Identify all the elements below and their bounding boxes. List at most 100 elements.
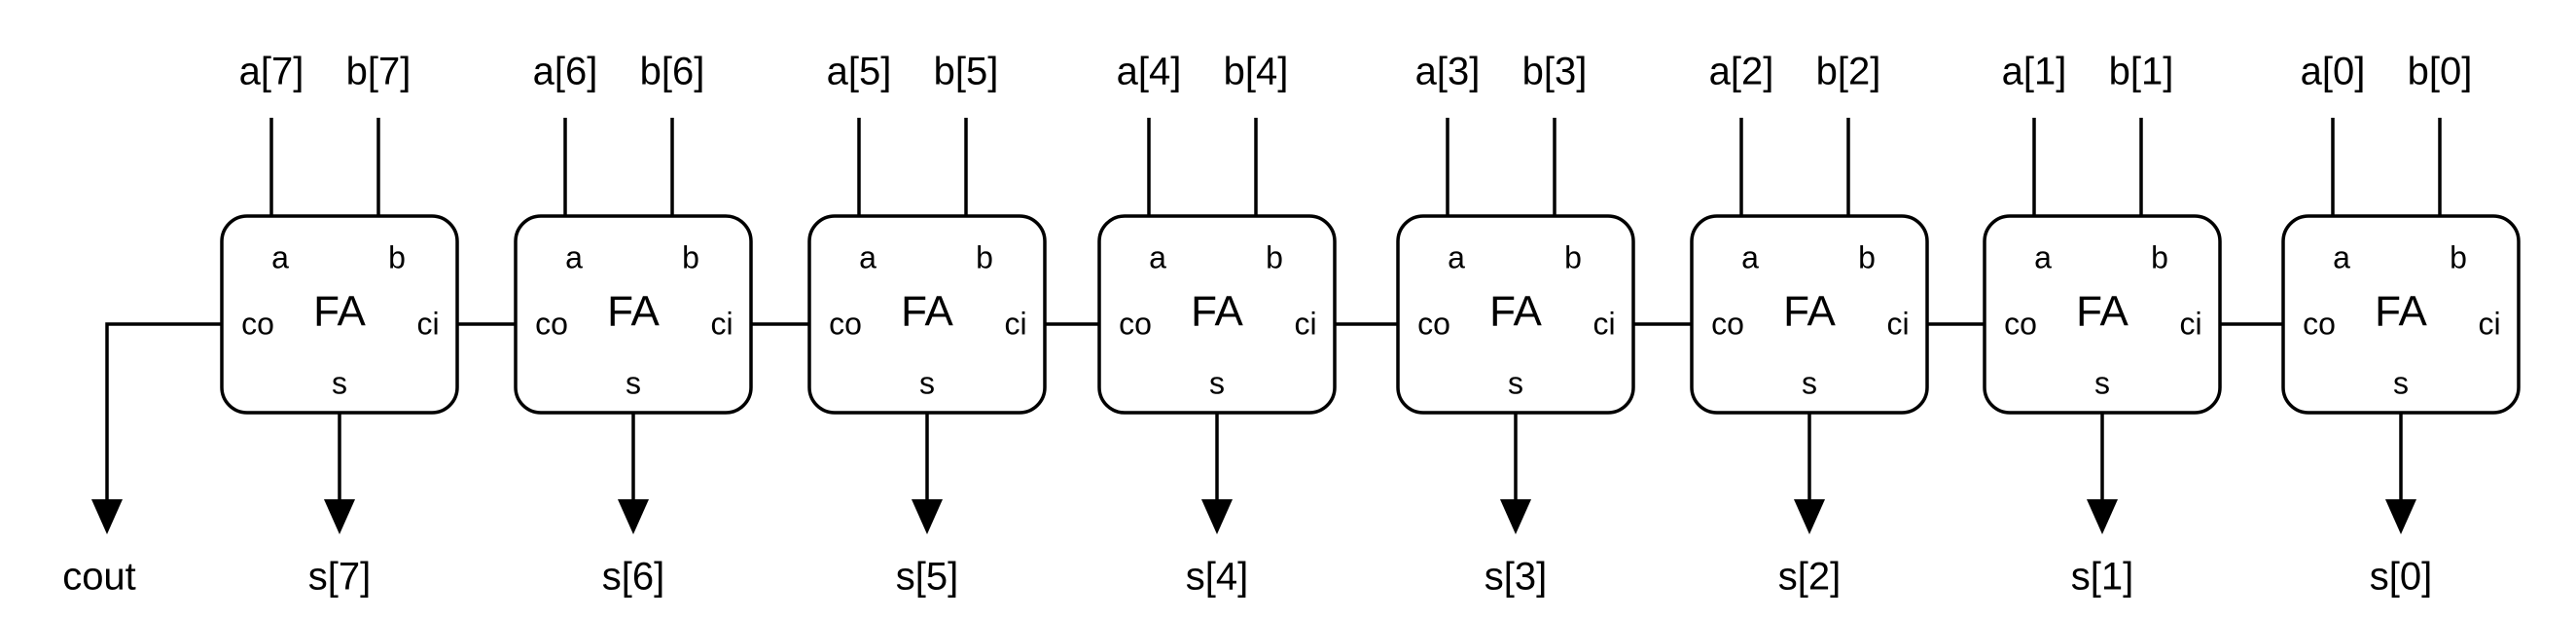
sum-output-6-arrowhead: [618, 499, 649, 534]
port-co-label: co: [535, 306, 568, 341]
full-adder-blocks: a bFA co ci s a bFA co ci s a bFA co ci s a bFA co ci s a bFA…: [220, 214, 2521, 415]
port-co-label: co: [829, 306, 862, 341]
sum-label-6: s[6]: [602, 556, 664, 599]
input-a-label-1: a[1]: [2002, 51, 2067, 93]
sum-label-4: s[4]: [1186, 556, 1248, 599]
input-b-label-5: b[5]: [934, 51, 999, 93]
port-co-label: co: [1417, 306, 1450, 341]
port-ci-label: ci: [1004, 306, 1026, 341]
full-adder-box: [514, 214, 753, 415]
port-a-label: a: [1741, 239, 1759, 274]
port-b-label: b: [388, 239, 406, 274]
input-a-label-5: a[5]: [827, 51, 892, 93]
port-a-label: a: [565, 239, 583, 274]
port-b-label: b: [1858, 239, 1876, 274]
port-b-label: b: [1266, 239, 1283, 274]
full-adder-box: [1983, 214, 2222, 415]
full-adder-7: a bFA co ci s: [220, 214, 459, 415]
port-s-label: s: [1802, 365, 1817, 400]
fa-block-label: FA: [1489, 288, 1542, 336]
full-adder-box: [807, 214, 1047, 415]
sum-output-2-arrowhead: [1794, 499, 1825, 534]
port-a-label: a: [2333, 239, 2350, 274]
port-co-label: co: [2004, 306, 2037, 341]
port-b-label: b: [682, 239, 699, 274]
input-b-label-7: b[7]: [346, 51, 411, 93]
input-b-label-1: b[1]: [2109, 51, 2174, 93]
sum-label-5: s[5]: [896, 556, 958, 599]
sum-output-7-arrowhead: [324, 499, 355, 534]
full-adder-box: [1690, 214, 1929, 415]
fa-block-label: FA: [607, 288, 660, 336]
port-ci-label: ci: [1294, 306, 1316, 341]
port-ci-label: ci: [2478, 306, 2500, 341]
fa-block-label: FA: [1191, 288, 1243, 336]
port-s-label: s: [1508, 365, 1523, 400]
port-ci-label: ci: [1886, 306, 1909, 341]
port-a-label: a: [271, 239, 289, 274]
port-s-label: s: [332, 365, 347, 400]
port-co-label: co: [1711, 306, 1744, 341]
input-b-label-3: b[3]: [1522, 51, 1588, 93]
full-adder-box: [2281, 214, 2521, 415]
sum-output-4-arrowhead: [1201, 499, 1233, 534]
port-co-label: co: [1119, 306, 1152, 341]
fa-block-label: FA: [313, 288, 366, 336]
port-ci-label: ci: [416, 306, 439, 341]
port-ci-label: ci: [1592, 306, 1615, 341]
port-b-label: b: [2151, 239, 2168, 274]
input-b-label-0: b[0]: [2408, 51, 2473, 93]
input-b-label-6: b[6]: [640, 51, 705, 93]
port-b-label: b: [976, 239, 993, 274]
port-a-label: a: [859, 239, 877, 274]
sum-label-7: s[7]: [308, 556, 371, 599]
port-a-label: a: [1149, 239, 1166, 274]
port-s-label: s: [1209, 365, 1225, 400]
full-adder-4: a bFA co ci s: [1097, 214, 1337, 415]
full-adder-3: a bFA co ci s: [1396, 214, 1635, 415]
input-a-label-4: a[4]: [1117, 51, 1182, 93]
full-adder-box: [1396, 214, 1635, 415]
input-b-label-2: b[2]: [1816, 51, 1881, 93]
full-adder-box: [1097, 214, 1337, 415]
sum-output-0-arrowhead: [2385, 499, 2416, 534]
port-s-label: s: [2094, 365, 2110, 400]
sum-label-0: s[0]: [2370, 556, 2432, 599]
cout-arrowhead: [91, 499, 123, 534]
input-b-label-4: b[4]: [1224, 51, 1289, 93]
port-co-label: co: [241, 306, 274, 341]
fa-block-label: FA: [901, 288, 953, 336]
full-adder-6: a bFA co ci s: [514, 214, 753, 415]
port-co-label: co: [2303, 306, 2336, 341]
sum-label-1: s[1]: [2071, 556, 2133, 599]
port-a-label: a: [1448, 239, 1465, 274]
input-a-label-3: a[3]: [1415, 51, 1481, 93]
full-adder-2: a bFA co ci s: [1690, 214, 1929, 415]
input-a-label-7: a[7]: [239, 51, 304, 93]
port-b-label: b: [2450, 239, 2467, 274]
sum-label-3: s[3]: [1485, 556, 1547, 599]
port-s-label: s: [626, 365, 641, 400]
io-labels: a[7] b[7] s[7] a[6] b[6] s[6] a[5] b[5] s[5] a[4]…: [62, 51, 2472, 599]
cout-wire: [105, 322, 222, 507]
input-a-label-0: a[0]: [2301, 51, 2366, 93]
full-adder-box: [220, 214, 459, 415]
sum-label-2: s[2]: [1778, 556, 1841, 599]
sum-output-1-arrowhead: [2087, 499, 2118, 534]
fa-block-label: FA: [2375, 288, 2427, 336]
fa-block-label: FA: [2076, 288, 2129, 336]
port-a-label: a: [2034, 239, 2052, 274]
fa-block-label: FA: [1783, 288, 1836, 336]
full-adder-5: a bFA co ci s: [807, 214, 1047, 415]
sum-output-3-arrowhead: [1500, 499, 1531, 534]
port-s-label: s: [919, 365, 935, 400]
cout-label: cout: [62, 556, 136, 599]
input-a-label-2: a[2]: [1709, 51, 1774, 93]
port-b-label: b: [1564, 239, 1582, 274]
input-a-label-6: a[6]: [533, 51, 598, 93]
wires: [91, 118, 2442, 534]
port-ci-label: ci: [710, 306, 733, 341]
